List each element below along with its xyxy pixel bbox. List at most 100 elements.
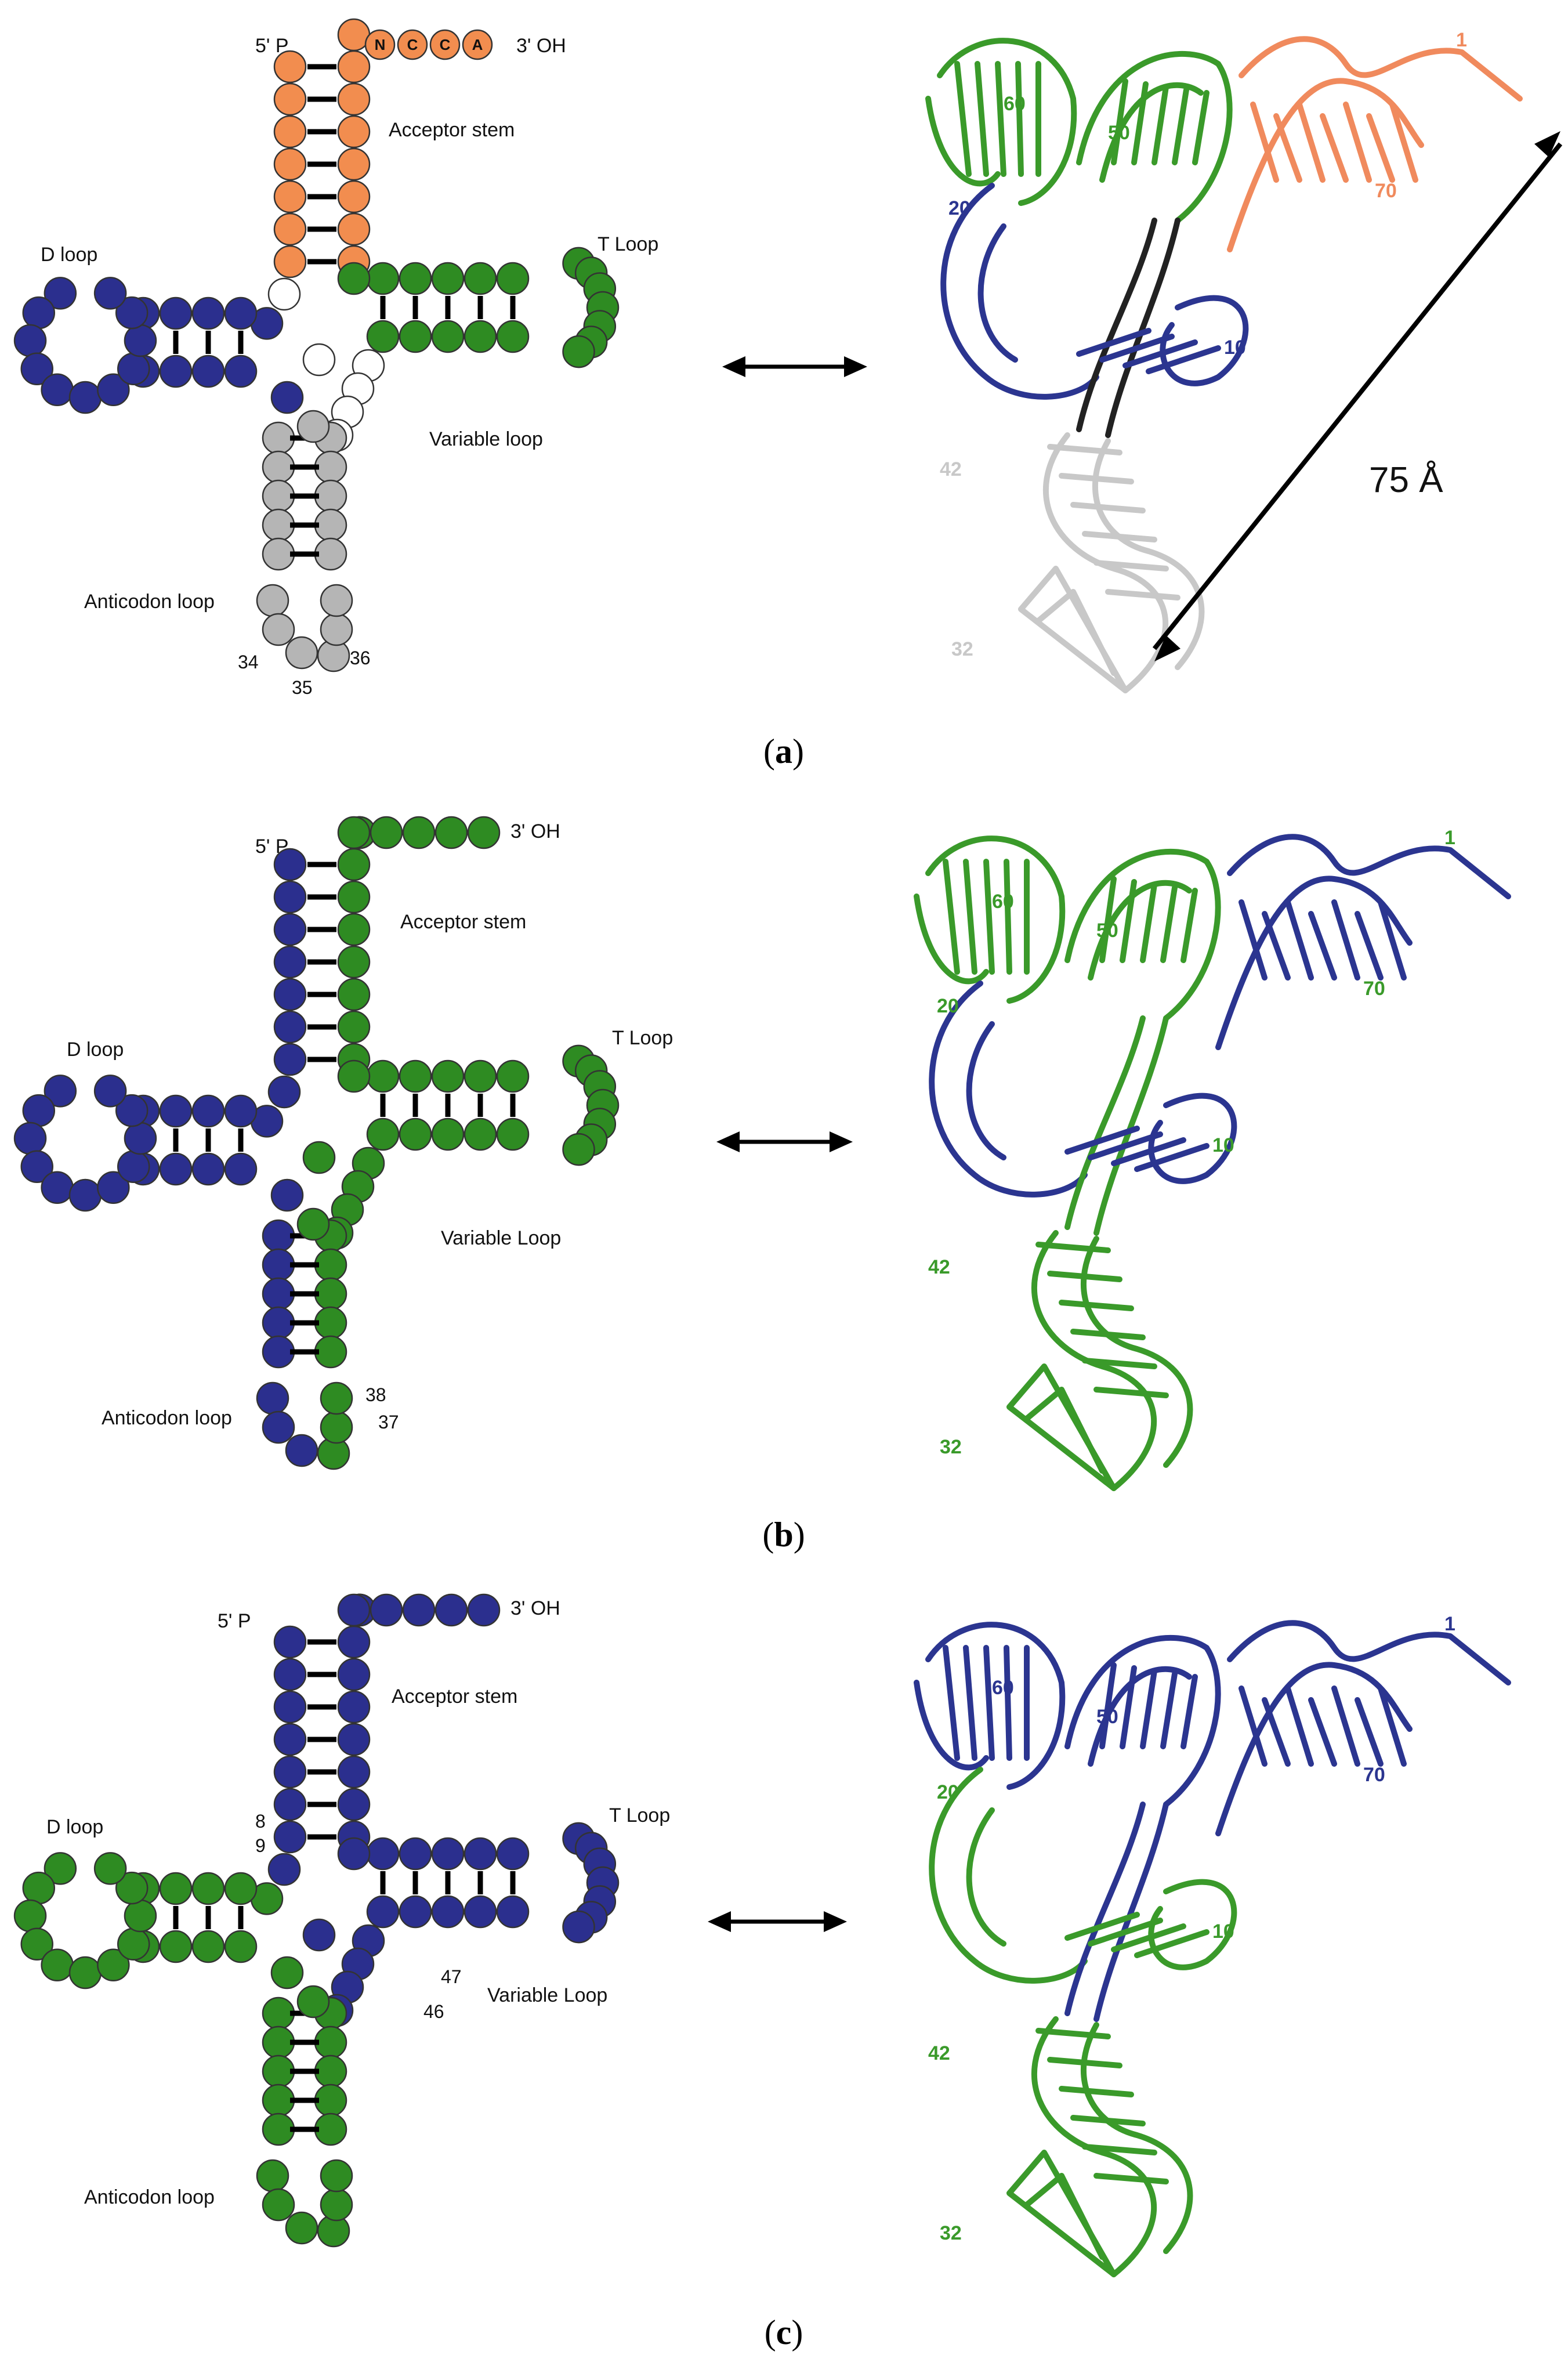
nucleotide xyxy=(402,1593,436,1627)
nucleotide xyxy=(337,913,371,946)
anticodon-loop-ribbon xyxy=(1024,1387,1105,1474)
nucleotide xyxy=(337,945,371,979)
nucleotide xyxy=(262,1277,295,1311)
d-loop-label: D loop xyxy=(41,244,97,266)
nucleotide xyxy=(124,324,157,357)
nucleotide xyxy=(224,1152,258,1186)
base-rung xyxy=(1378,1685,1407,1767)
residue-number-20: 20 xyxy=(948,197,971,219)
base-rung xyxy=(1192,90,1210,165)
base-rung xyxy=(1070,502,1146,513)
nucleotide xyxy=(68,1178,102,1212)
nucleotide xyxy=(402,816,436,849)
residue-number-1: 1 xyxy=(1444,1613,1455,1635)
nucleotide xyxy=(366,1117,400,1151)
residue-number-60: 60 xyxy=(1004,93,1026,115)
t-arm-ribbon xyxy=(1076,50,1233,223)
nucleotide xyxy=(159,1872,193,1905)
five-prime-label: 5' P xyxy=(255,835,289,858)
nucleotide xyxy=(314,450,347,484)
nucleotide xyxy=(320,1381,353,1415)
base-rung xyxy=(1004,1645,1012,1761)
nucleotide xyxy=(22,1871,56,1905)
nucleotide xyxy=(314,2025,347,2059)
base-rung xyxy=(1134,1929,1210,1958)
nucleotide xyxy=(273,1043,307,1076)
base-rung xyxy=(1099,334,1175,363)
anticodon-ribbon xyxy=(1031,1230,1157,1491)
base-rung xyxy=(963,1645,977,1761)
d-loop-ribbon xyxy=(929,981,1088,1198)
double-arrow xyxy=(722,356,867,377)
nucleotide xyxy=(262,2188,295,2222)
core-ribbon xyxy=(1093,1802,1169,2022)
anticodon-loop-ribbon xyxy=(1035,589,1117,676)
nucleotide xyxy=(467,816,501,849)
base-rung xyxy=(1140,1668,1157,1749)
residue-number-20: 20 xyxy=(937,995,959,1017)
base-rung xyxy=(1160,885,1178,963)
core-ribbon xyxy=(1093,1015,1169,1236)
nucleotide xyxy=(93,1852,127,1885)
nucleotide xyxy=(285,2211,318,2245)
nucleotide xyxy=(273,945,307,979)
base-rung xyxy=(1093,560,1169,571)
nucleotide xyxy=(370,816,403,849)
nucleotide xyxy=(124,1899,157,1933)
core-ribbon xyxy=(1105,218,1180,438)
d-loop-ribbon xyxy=(940,183,1099,400)
panel-c: 5' P 3' OH Acceptor stem T Loop D loop V… xyxy=(13,1593,1511,2352)
nucleotide xyxy=(463,262,497,295)
nucleotide xyxy=(337,1593,371,1627)
five-prime-label: 5' P xyxy=(218,1610,251,1632)
nucleotide xyxy=(337,1059,371,1093)
nucleotide xyxy=(366,1837,400,1871)
base-rung xyxy=(1355,911,1384,981)
nucleotide xyxy=(262,1996,295,2030)
nucleotide xyxy=(20,352,54,386)
nucleotide xyxy=(370,1593,403,1627)
residue-number-70: 70 xyxy=(1375,180,1397,202)
base-rung xyxy=(1331,1685,1360,1767)
variable-loop-label: Variable loop xyxy=(429,428,543,450)
base-rung xyxy=(1059,2086,1134,2097)
nucleotide xyxy=(366,262,400,295)
acceptor-stem-label: Acceptor stem xyxy=(389,119,515,141)
nucleotide xyxy=(314,508,347,542)
panel-a-scheme xyxy=(13,18,620,672)
base-rung xyxy=(983,1645,995,1761)
nucleotide xyxy=(302,1918,336,1952)
panel-c-scheme xyxy=(13,1593,620,2248)
nucleotide xyxy=(273,1755,307,1789)
nucleotide xyxy=(41,1948,74,1982)
position-label-38: 38 xyxy=(365,1384,386,1405)
base-rung xyxy=(1047,2057,1122,2068)
acceptor-ribbon xyxy=(1215,1662,1413,1836)
base-rung xyxy=(1140,882,1157,963)
panel-b-scheme xyxy=(13,816,620,1470)
panel-c-caption: (c) xyxy=(765,2313,803,2352)
nucleotide xyxy=(273,880,307,914)
base-rung xyxy=(1120,1665,1137,1749)
nucleotide xyxy=(320,584,353,617)
nucleotide xyxy=(337,1755,371,1789)
nucleotide xyxy=(285,636,318,670)
nucleotide xyxy=(41,1171,74,1204)
base-rung xyxy=(1099,1662,1117,1749)
nucleotide xyxy=(191,1872,225,1905)
nucleotide xyxy=(366,1059,400,1093)
nucleotide xyxy=(399,1059,432,1093)
residue-number-70: 70 xyxy=(1363,978,1385,1000)
base-rung xyxy=(963,859,977,975)
variable-loop-label: Variable Loop xyxy=(441,1227,561,1249)
nucleotide xyxy=(93,277,127,310)
nucleotide xyxy=(44,1075,77,1108)
nucleotide xyxy=(562,335,595,368)
loop-ribbon xyxy=(1160,295,1249,386)
nucleotide xyxy=(273,180,307,214)
base-rung xyxy=(1308,911,1337,981)
base-rung xyxy=(1262,1697,1291,1767)
nucleotide xyxy=(270,381,304,414)
residue-number-32: 32 xyxy=(940,2222,962,2244)
